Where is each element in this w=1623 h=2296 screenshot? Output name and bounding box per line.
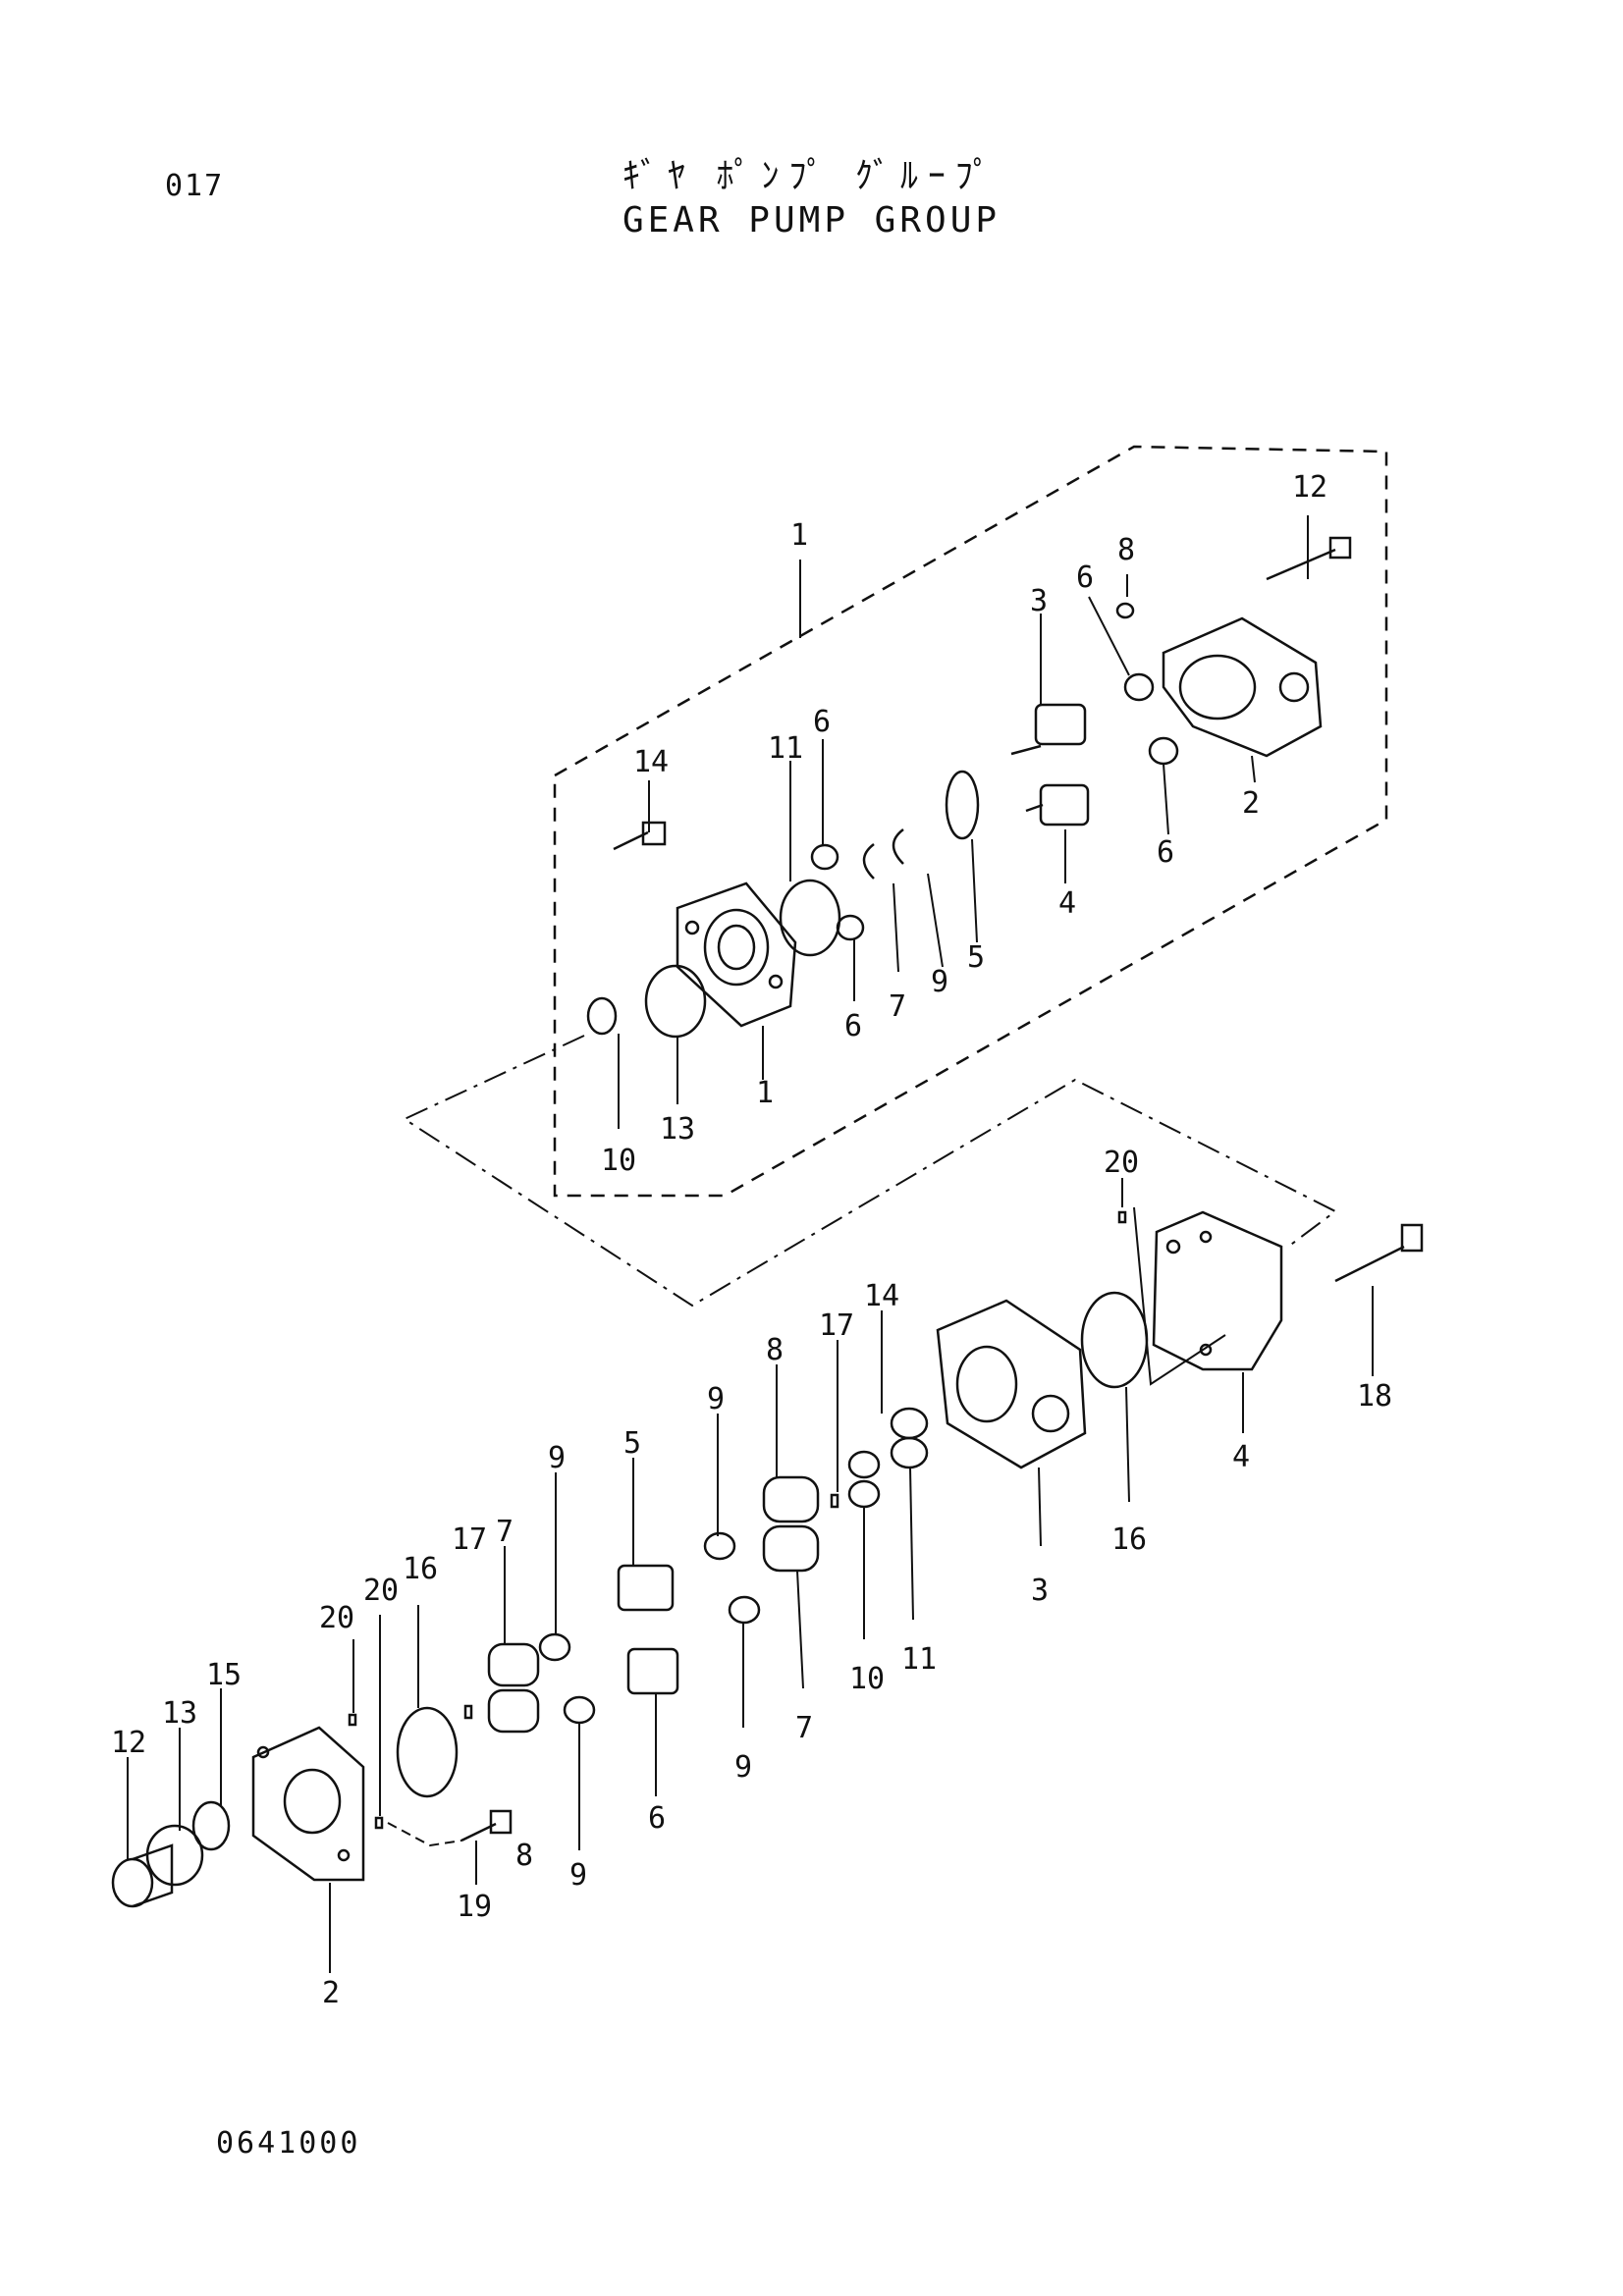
callout-u-2: 2	[1242, 786, 1260, 821]
callout-l-20b: 20	[363, 1574, 399, 1608]
callout-l-2: 2	[322, 1976, 340, 2010]
callout-u-10: 10	[601, 1144, 636, 1178]
callout-u-6b: 6	[1157, 835, 1174, 870]
upper-leader-lines	[618, 515, 1309, 1129]
upper-callout-numbers: 1 12 8 6 3 2 6 4 14 11 6 6 7 9 5 1 13 10	[601, 470, 1327, 1178]
lower-front-bolt	[460, 1809, 513, 1842]
callout-u-4: 4	[1058, 886, 1076, 921]
lower-rear-cover	[1152, 1210, 1283, 1371]
callout-l-13: 13	[162, 1696, 197, 1731]
callout-u-1: 1	[790, 518, 808, 553]
callout-l-4: 4	[1232, 1440, 1250, 1474]
upper-seals-and-rings	[586, 770, 980, 1039]
callout-u-3: 3	[1030, 584, 1048, 618]
callout-u-6d: 6	[844, 1009, 862, 1043]
callout-l-12: 12	[111, 1726, 146, 1760]
callout-l-17b: 17	[452, 1522, 487, 1557]
callout-u-5: 5	[967, 940, 985, 975]
callout-l-14: 14	[864, 1279, 899, 1313]
upper-driven-gear	[1025, 783, 1090, 827]
callout-l-11: 11	[901, 1642, 937, 1677]
callout-l-7a: 7	[795, 1711, 813, 1745]
upper-assembly-boundary	[553, 445, 1388, 1198]
callout-u-6a: 6	[1076, 561, 1094, 595]
callout-u-8: 8	[1117, 533, 1135, 567]
page-title-japanese: ｷﾞﾔ ﾎﾟﾝﾌﾟ ｸﾞﾙｰﾌﾟ	[622, 156, 1001, 196]
callout-u-9: 9	[931, 965, 948, 999]
callout-l-17a: 17	[819, 1308, 854, 1343]
callout-u-1b: 1	[756, 1076, 774, 1110]
callout-l-15: 15	[206, 1658, 242, 1692]
lower-front-cover	[251, 1726, 365, 1882]
callout-u-12: 12	[1292, 470, 1327, 505]
upper-body-front-cover	[676, 881, 797, 1028]
drawing-number: 0641000	[216, 2126, 361, 2161]
lower-callout-numbers: 20 18 4 16 3 14 17 8 9 11 10 7 9 5 9 7 1…	[111, 1146, 1392, 2010]
lower-side-plates	[487, 1475, 820, 1734]
callout-u-6c: 6	[813, 705, 831, 739]
callout-l-7b: 7	[496, 1515, 514, 1549]
callout-l-20c: 20	[319, 1601, 354, 1635]
callout-u-11: 11	[768, 731, 803, 766]
lower-seal	[1080, 1291, 1149, 1389]
upper-bolts	[613, 536, 1352, 851]
callout-l-9b: 9	[734, 1750, 752, 1785]
callout-l-3: 3	[1031, 1574, 1049, 1608]
callout-l-19: 19	[457, 1890, 492, 1924]
lower-coupling	[111, 1843, 174, 1908]
callout-l-18: 18	[1357, 1379, 1392, 1414]
lower-rear-bolt	[1334, 1223, 1424, 1283]
callout-l-16a: 16	[1111, 1522, 1147, 1557]
assembly-link-lines	[402, 1035, 1337, 1308]
upper-bushings	[810, 602, 1179, 941]
callout-u-7: 7	[889, 989, 906, 1024]
lower-gears	[617, 1564, 679, 1695]
lower-leader-lines	[127, 1178, 1374, 1973]
callout-l-9c: 9	[548, 1441, 566, 1475]
callout-l-5: 5	[623, 1426, 641, 1461]
callout-l-10: 10	[849, 1662, 885, 1696]
lower-seal-rings	[145, 1800, 231, 1887]
lower-seal-front	[396, 1706, 459, 1798]
callout-l-8b: 8	[515, 1839, 533, 1873]
callout-u-13: 13	[660, 1112, 695, 1147]
lower-wear-plates	[847, 1407, 929, 1509]
callout-l-9d: 9	[569, 1858, 587, 1893]
callout-l-9a: 9	[707, 1382, 725, 1416]
callout-l-8a: 8	[766, 1333, 784, 1367]
callout-l-16b: 16	[403, 1552, 438, 1586]
callout-l-6: 6	[648, 1801, 666, 1836]
page-number: 017	[165, 169, 225, 203]
callout-u-14: 14	[633, 745, 669, 779]
lower-housing	[936, 1299, 1087, 1469]
upper-rear-housing	[1162, 616, 1323, 758]
lower-pins	[348, 1210, 1127, 1830]
upper-drive-gear	[1010, 703, 1087, 756]
page-title: GEAR PUMP GROUP	[622, 200, 1001, 240]
callout-l-20a: 20	[1104, 1146, 1139, 1180]
